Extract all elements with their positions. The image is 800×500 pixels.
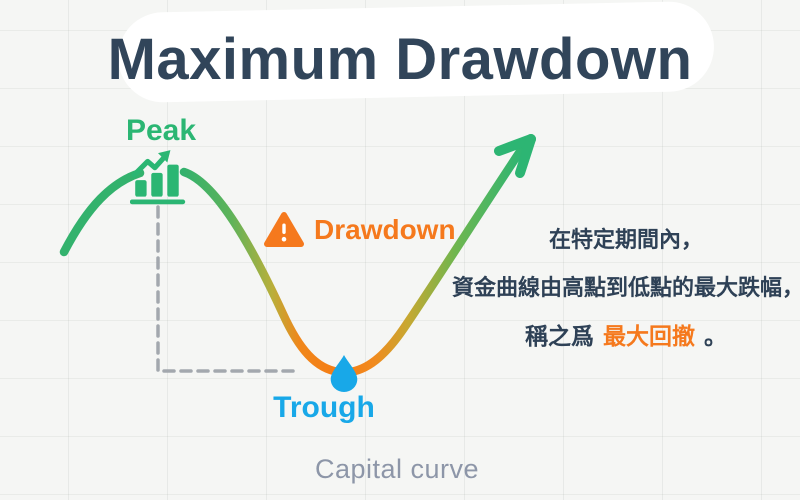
description-line-1: 在特定期間內， (548, 227, 703, 252)
description-line-3-prefix: 稱之爲 (525, 323, 594, 349)
bar-chart-rising-icon (130, 150, 186, 205)
warning-triangle-icon (264, 212, 304, 247)
capital-curve-label: Capital curve (314, 454, 480, 484)
description-line-2: 資金曲線由高點到低點的最大跌幅， (452, 275, 800, 300)
description-block: 在特定期間內， 資金曲線由高點到低點的最大跌幅， 稱之爲 最大回撤 。 (452, 226, 800, 370)
curve-ascent-segment (59, 168, 145, 257)
peak-label: Peak (125, 114, 197, 147)
max-drawdown-highlight: 最大回撤 (603, 323, 695, 349)
water-drop-icon (330, 354, 358, 392)
page-title: Maximum Drawdown (107, 27, 693, 92)
description-line-3: 稱之爲 最大回撤 。 (452, 322, 800, 350)
up-right-arrow-icon (494, 134, 536, 178)
drawdown-label: Drawdown (314, 214, 456, 245)
drawdown-callout: Drawdown (263, 211, 456, 249)
trough-label: Trough (273, 391, 375, 424)
description-line-3-suffix: 。 (704, 323, 727, 349)
dashed-guide-lines (156, 205, 302, 373)
